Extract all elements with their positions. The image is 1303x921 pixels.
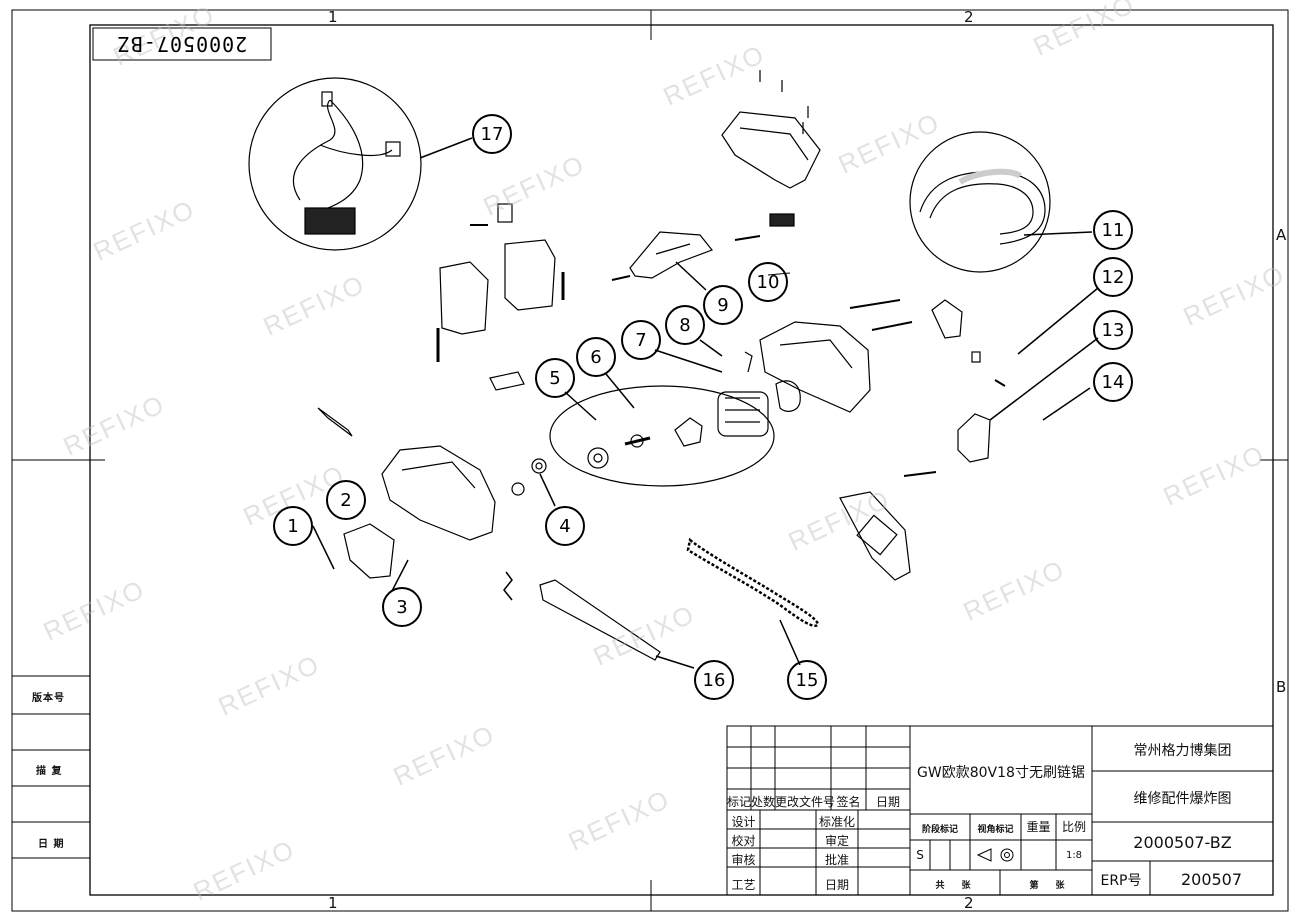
review-label: 审核 xyxy=(731,853,756,867)
rev-header-sign: 签名 xyxy=(836,795,861,809)
callout-7: 7 xyxy=(621,320,661,360)
design-label: 设计 xyxy=(731,815,756,829)
side-version-label: 版本号 xyxy=(32,693,65,704)
approve-label: 批准 xyxy=(824,853,849,867)
stage-mark-label: 阶段标记 xyxy=(921,825,958,835)
stage-value: S xyxy=(916,848,924,862)
callout-10: 10 xyxy=(748,262,788,302)
sign-date-label: 日期 xyxy=(824,878,849,892)
callout-5: 5 xyxy=(535,358,575,398)
rev-header-doc: 更改文件号 xyxy=(775,795,836,809)
view-mark-label: 视角标记 xyxy=(977,825,1014,835)
drawing-number: 2000507-BZ xyxy=(1133,833,1232,852)
examine-label: 审定 xyxy=(824,834,849,848)
company-name: 常州格力博集团 xyxy=(1133,743,1232,759)
callout-12: 12 xyxy=(1093,257,1133,297)
zone-bottom-1: 1 xyxy=(328,894,338,912)
zone-right-b: B xyxy=(1276,678,1287,696)
check-label: 校对 xyxy=(731,834,756,848)
callout-6: 6 xyxy=(576,337,616,377)
standard-label: 标准化 xyxy=(818,815,855,829)
drawing-number-rotated: 2000507-BZ xyxy=(116,32,248,56)
callout-15: 15 xyxy=(787,660,827,700)
callout-4: 4 xyxy=(545,506,585,546)
callout-16: 16 xyxy=(694,660,734,700)
callout-9: 9 xyxy=(703,285,743,325)
rev-header-mark: 标记 xyxy=(727,795,752,809)
callout-8: 8 xyxy=(665,305,705,345)
page-label: 第 xyxy=(1029,881,1039,891)
sheet-unit-2: 张 xyxy=(1055,881,1065,891)
zone-top-2: 2 xyxy=(964,8,974,26)
scale-label: 比例 xyxy=(1061,820,1086,834)
product-name: GW欧款80V18寸无刷链锯 xyxy=(917,765,1085,781)
side-date-label: 日 期 xyxy=(38,839,65,850)
drawing-title: 维修配件爆炸图 xyxy=(1133,791,1232,807)
rev-header-count: 处数 xyxy=(751,795,776,809)
callout-11: 11 xyxy=(1093,210,1133,250)
total-label: 共 xyxy=(935,881,945,891)
zone-bottom-2: 2 xyxy=(964,894,974,912)
callout-3: 3 xyxy=(382,587,422,627)
zone-top-1: 1 xyxy=(328,8,338,26)
erp-label: ERP号 xyxy=(1100,873,1142,889)
erp-value: 200507 xyxy=(1180,870,1243,889)
callout-2: 2 xyxy=(326,480,366,520)
callout-17: 17 xyxy=(472,114,512,154)
side-trace-label: 描 复 xyxy=(36,766,63,777)
callout-14: 14 xyxy=(1093,362,1133,402)
callout-13: 13 xyxy=(1093,310,1133,350)
rev-header-date: 日期 xyxy=(875,795,900,809)
sheet-unit-1: 张 xyxy=(961,881,971,891)
weight-label: 重量 xyxy=(1026,820,1051,834)
scale-value: 1:8 xyxy=(1065,850,1083,861)
callout-1: 1 xyxy=(273,506,313,546)
zone-right-a: A xyxy=(1276,226,1287,244)
process-label: 工艺 xyxy=(731,878,756,892)
